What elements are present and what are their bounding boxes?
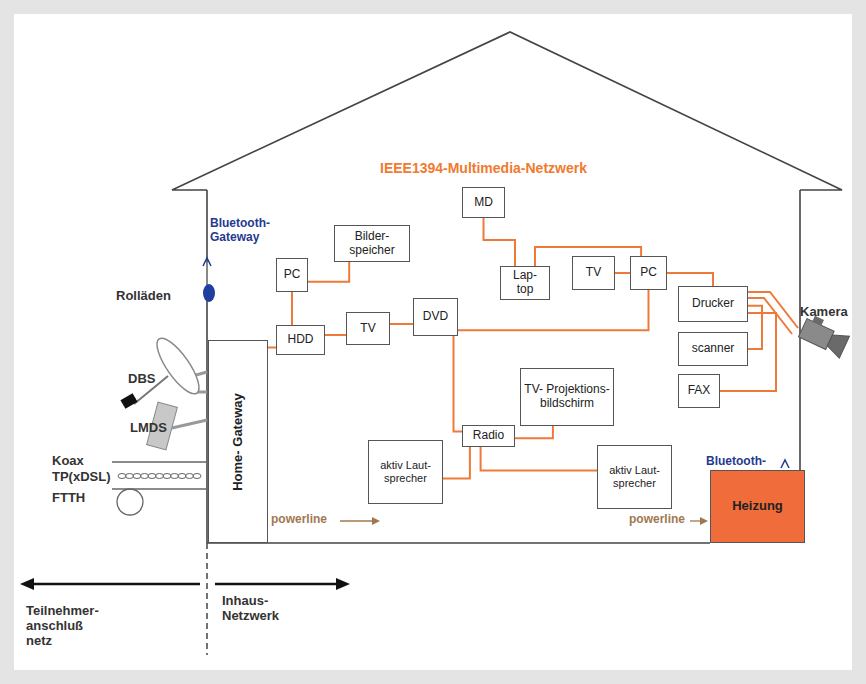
firewire-cable	[615, 272, 630, 274]
md-box: MD	[462, 187, 505, 218]
box-text: TV- Projektions- bildschirm	[524, 383, 610, 411]
tv-box: TV	[572, 256, 615, 290]
camera-icon	[798, 313, 852, 358]
projector-box: TV- Projektions- bildschirm	[520, 368, 614, 426]
box-text: Lap- top	[504, 269, 546, 297]
label-text: powerline	[629, 513, 685, 527]
twist-loop	[118, 474, 126, 479]
fax-box: FAX	[678, 374, 720, 408]
label-text: FTTH	[52, 491, 85, 506]
box-text: MD	[474, 196, 493, 210]
speaker-box: aktiv Laut- sprecher	[597, 445, 672, 509]
box-text: Drucker	[692, 297, 734, 311]
label-text: Bluetooth- Gateway	[210, 217, 290, 245]
heating-box: Heizung	[710, 470, 805, 543]
direction-arrows	[20, 578, 350, 590]
box-text: Home- Gateway	[231, 350, 246, 533]
box-text: aktiv Laut- sprecher	[372, 459, 439, 484]
twist-loop	[148, 474, 156, 479]
box-text: Radio	[473, 429, 504, 443]
box-text: scanner	[692, 342, 735, 356]
box-text: Heizung	[732, 499, 783, 514]
speaker-box: aktiv Laut- sprecher	[368, 440, 443, 504]
twisted-pair	[118, 474, 201, 479]
label-text: Rolläden	[116, 289, 171, 304]
laptop-box: Lap- top	[500, 266, 550, 300]
label-text: DBS	[128, 372, 155, 387]
firewire-cable	[484, 218, 516, 266]
firewire-cable	[390, 323, 413, 325]
firewire-cable	[325, 334, 346, 336]
storage-box: Bilder- speicher	[334, 225, 410, 262]
twist-loop	[186, 474, 194, 479]
satellite-dish	[120, 333, 207, 409]
box-text: TV	[586, 266, 601, 280]
twist-loop	[141, 474, 149, 479]
box-text: FAX	[688, 384, 711, 398]
pc-box: PC	[276, 258, 308, 292]
twist-loop	[156, 474, 164, 479]
firewire-cable	[443, 447, 470, 478]
firewire-cable	[667, 273, 713, 286]
label-text: Kamera	[800, 305, 848, 320]
firewire-cable	[308, 262, 349, 282]
twist-loop	[171, 474, 179, 479]
twist-loop	[163, 474, 171, 479]
box-text: PC	[284, 268, 301, 282]
access-lines	[112, 462, 207, 515]
twist-loop	[178, 474, 186, 479]
firewire-cable	[454, 336, 463, 432]
pc-box: PC	[630, 256, 667, 290]
hdd-box: HDD	[276, 325, 325, 355]
twist-loop	[193, 474, 201, 479]
label-text: powerline	[271, 513, 327, 527]
label-text: IEEE1394-Multimedia-Netzwerk	[380, 160, 587, 176]
label-text: Inhaus- Netzwerk	[222, 594, 306, 624]
rolladen-sensor	[203, 258, 215, 302]
gateway-box: Home- Gateway	[208, 340, 268, 543]
twist-loop	[133, 474, 141, 479]
label-text: Bluetooth-	[706, 455, 766, 469]
firewire-cable	[291, 292, 293, 325]
white-panel	[14, 14, 852, 670]
house-outline	[172, 32, 842, 543]
firewire-cable	[515, 426, 553, 438]
firewire-cable	[458, 290, 649, 330]
label-text: Koax	[52, 454, 84, 469]
tv-box: TV	[346, 312, 390, 345]
box-text: PC	[640, 266, 657, 280]
scanner-box: scanner	[678, 332, 748, 366]
label-text: TP(xDSL)	[52, 470, 111, 485]
box-text: Bilder- speicher	[338, 230, 406, 258]
boundary-dashed-line	[206, 543, 208, 655]
dvd-box: DVD	[413, 298, 458, 336]
box-text: TV	[360, 322, 375, 336]
box-text: DVD	[423, 310, 448, 324]
bluetooth-antenna	[781, 460, 789, 468]
box-text: HDD	[288, 333, 314, 347]
firewire-cable	[268, 347, 276, 349]
label-text: Teilnehmer- anschluß netz	[26, 604, 110, 649]
firewire-cable	[481, 447, 597, 471]
radio-box: Radio	[462, 425, 515, 447]
twist-loop	[126, 474, 134, 479]
label-text: LMDS	[130, 421, 167, 436]
box-text: aktiv Laut- sprecher	[601, 464, 668, 489]
printer-box: Drucker	[678, 286, 748, 322]
